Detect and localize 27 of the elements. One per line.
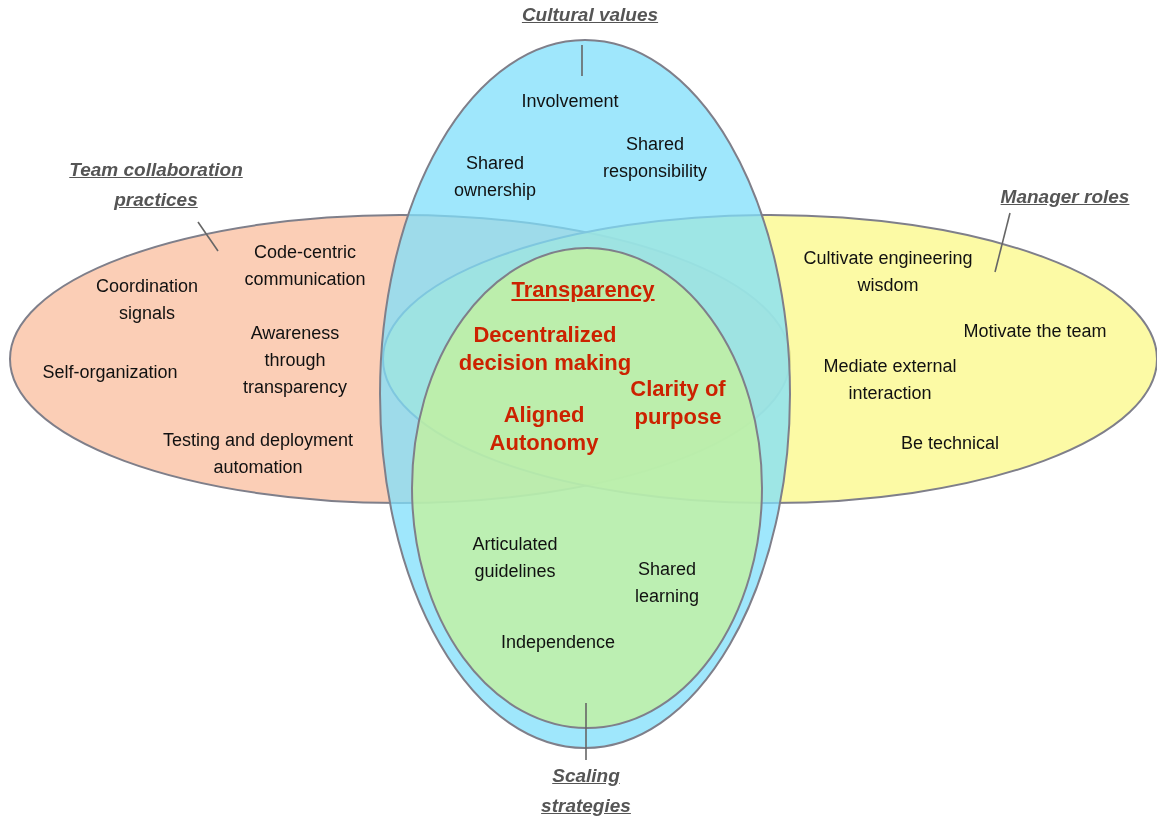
venn-ellipse — [411, 247, 763, 729]
leader-line — [994, 212, 1011, 273]
item-label: Shared learning — [633, 558, 700, 608]
core-concept-label: Transparency — [510, 276, 656, 304]
item-label: Independence — [499, 630, 617, 654]
item-label: Shared responsibility — [601, 133, 708, 183]
set-heading: Manager roles — [965, 182, 1157, 212]
item-label: Awareness through transparency — [241, 321, 349, 399]
item-label: Testing and deployment automation — [161, 429, 355, 479]
item-label: Cultivate engineering wisdom — [802, 247, 974, 297]
item-label: Code-centric communication — [243, 241, 367, 291]
leader-line — [581, 44, 583, 77]
item-label: Mediate external interaction — [822, 355, 958, 405]
core-concept-label: Aligned Autonomy — [488, 401, 600, 457]
item-label: Coordination signals — [94, 275, 200, 325]
item-label: Articulated guidelines — [471, 533, 559, 583]
item-label: Be technical — [899, 431, 1001, 455]
leader-line — [585, 702, 587, 761]
item-label: Self-organization — [41, 360, 179, 384]
item-label: Motivate the team — [962, 319, 1108, 343]
core-concept-label: Clarity of purpose — [629, 375, 727, 431]
item-label: Shared ownership — [452, 152, 537, 202]
item-label: Involvement — [520, 89, 620, 113]
set-heading: Cultural values — [490, 0, 690, 30]
core-concept-label: Decentralized decision making — [457, 321, 633, 377]
set-heading: Team collaboration practices — [26, 155, 286, 215]
set-heading: Scaling strategies — [531, 761, 641, 819]
